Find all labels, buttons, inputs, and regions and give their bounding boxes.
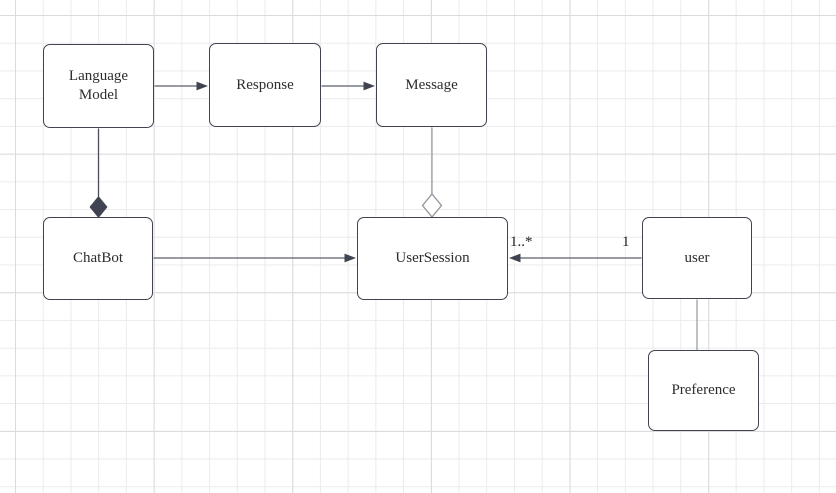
multiplicity-label-one-to-many[interactable]: 1..* bbox=[510, 234, 533, 250]
node-user[interactable]: user bbox=[642, 217, 752, 299]
node-user-session[interactable]: UserSession bbox=[357, 217, 508, 300]
node-label: user bbox=[684, 249, 710, 266]
node-label: Message bbox=[405, 76, 458, 93]
arrowhead-right-icon bbox=[196, 81, 208, 91]
node-label: UserSession bbox=[395, 250, 470, 267]
arrowhead-right-icon bbox=[344, 253, 356, 263]
composition-diamond-icon bbox=[89, 196, 108, 218]
node-response[interactable]: Response bbox=[209, 43, 321, 127]
edge-response-to-message[interactable] bbox=[321, 81, 376, 91]
edge-chatbot-to-user-session[interactable] bbox=[153, 253, 357, 263]
edge-user-to-user-session[interactable] bbox=[509, 253, 642, 263]
edge-language-model-to-chatbot[interactable] bbox=[89, 128, 108, 219]
arrowhead-right-icon bbox=[363, 81, 375, 91]
edge-message-to-user-session[interactable] bbox=[421, 127, 443, 219]
arrowhead-left-icon bbox=[509, 253, 521, 263]
node-label: ChatBot bbox=[72, 250, 123, 267]
node-language-model[interactable]: Language Model bbox=[43, 44, 154, 128]
node-label: Preference bbox=[671, 382, 736, 399]
node-preference[interactable]: Preference bbox=[648, 350, 759, 431]
node-chatbot[interactable]: ChatBot bbox=[43, 217, 153, 300]
node-label: Response bbox=[236, 76, 294, 93]
multiplicity-label-one[interactable]: 1 bbox=[622, 234, 630, 250]
aggregation-diamond-icon bbox=[421, 192, 443, 219]
edge-language-model-to-response[interactable] bbox=[154, 81, 209, 91]
node-message[interactable]: Message bbox=[376, 43, 487, 127]
node-label: Language Model bbox=[68, 68, 129, 103]
